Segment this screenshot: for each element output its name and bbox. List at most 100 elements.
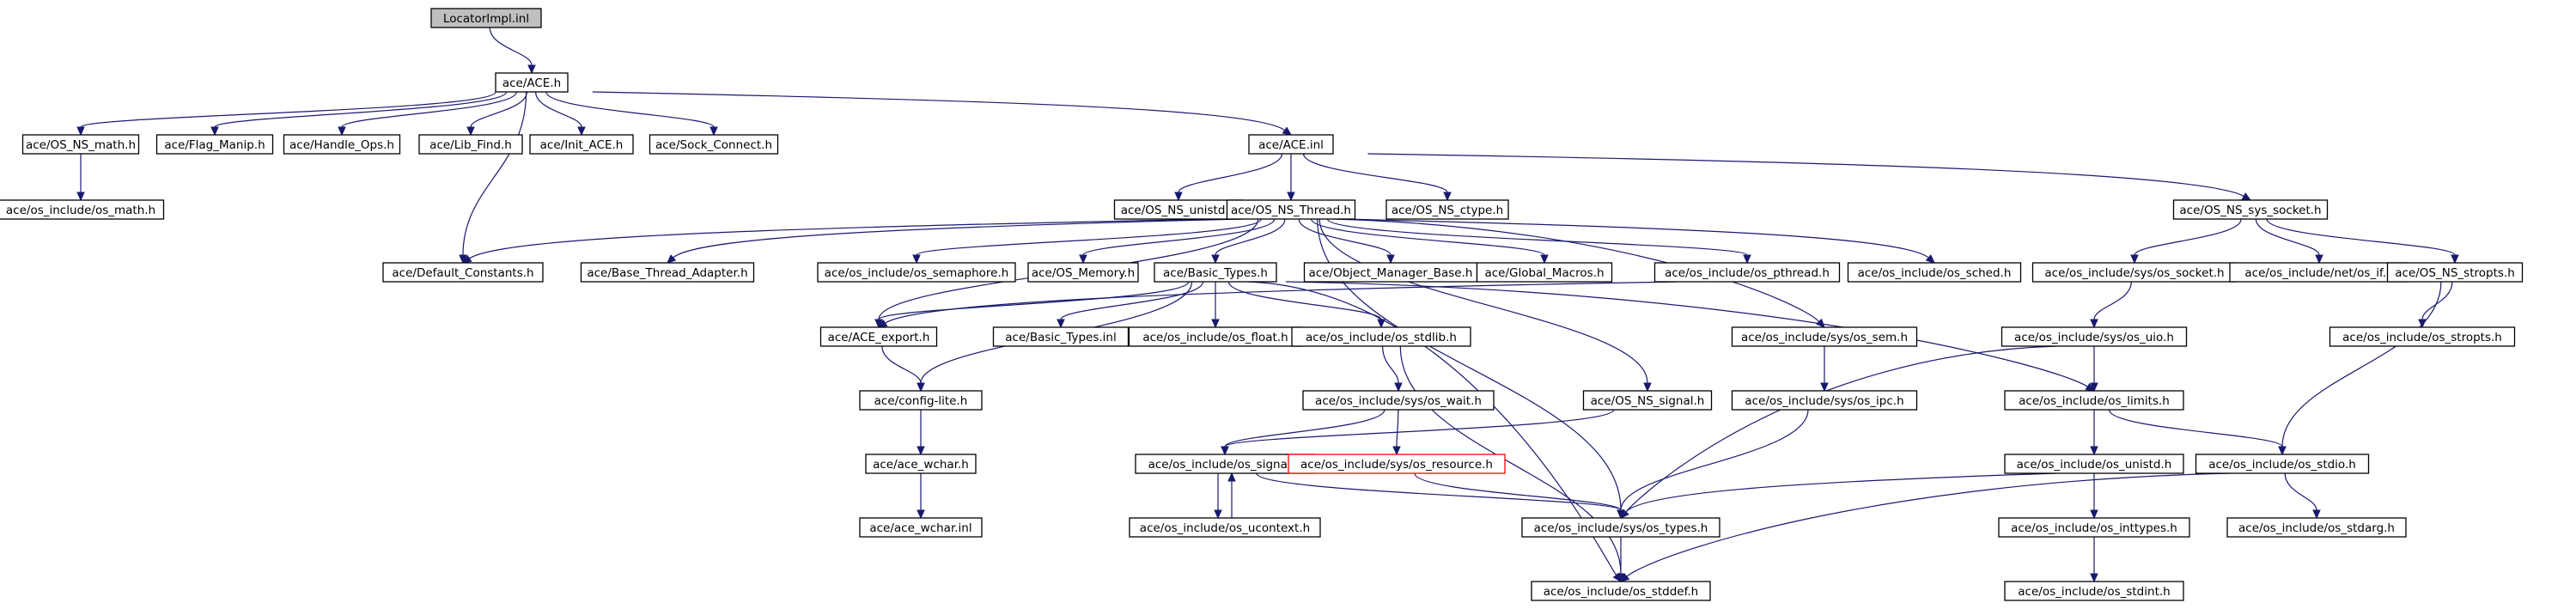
node-ace-ace-wchar-h[interactable]: ace/ace_wchar.h [865, 454, 977, 474]
arrowhead [1221, 446, 1229, 456]
node-ace-os-include-os-stdlib-h[interactable]: ace/os_include/os_stdlib.h [1291, 326, 1471, 347]
node-ace-ace-wchar-inl[interactable]: ace/ace_wchar.inl [859, 517, 983, 538]
arrowhead [527, 64, 536, 75]
node-ace-os-ns-stropts-h[interactable]: ace/OS_NS_stropts.h [2386, 262, 2524, 283]
node-label: ace/os_include/os_sched.h [1858, 266, 2012, 280]
node-ace-os-include-os-float-h[interactable]: ace/os_include/os_float.h [1128, 326, 1303, 347]
node-ace-os-ns-sys-socket-h[interactable]: ace/OS_NS_sys_socket.h [2172, 199, 2329, 220]
node-label: ace/os_include/os_math.h [6, 204, 155, 217]
arrowhead [667, 254, 677, 264]
node-label: ace/os_include/net/os_if.h [2244, 266, 2393, 280]
node-ace-os-include-os-unistd-h[interactable]: ace/os_include/os_unistd.h [2004, 454, 2184, 474]
node-ace-os-ns-math-h[interactable]: ace/OS_NS_math.h [21, 134, 140, 155]
arrowhead [1392, 446, 1401, 456]
arrowhead [210, 126, 219, 137]
node-label: ace/OS_NS_Thread.h [1231, 204, 1351, 217]
node-ace-default-constants-h[interactable]: ace/Default_Constants.h [382, 262, 544, 283]
arrowhead [1743, 254, 1751, 265]
node-ace-os-ns-signal-h[interactable]: ace/OS_NS_signal.h [1582, 390, 1713, 411]
node-ace-ace-h[interactable]: ace/ACE.h [495, 72, 569, 93]
node-ace-os-include-sys-os-types-h[interactable]: ace/os_include/sys/os_types.h [1521, 517, 1720, 538]
node-ace-os-include-os-pthread-h[interactable]: ace/os_include/os_pthread.h [1653, 262, 1841, 283]
node-ace-config-lite-h[interactable]: ace/config-lite.h [859, 390, 983, 411]
node-label: ace/os_include/os_float.h [1142, 331, 1288, 344]
node-ace-os-ns-ctype-h[interactable]: ace/OS_NS_ctype.h [1385, 199, 1509, 220]
edge-n40-n45 [1414, 472, 1622, 511]
edge-n41-n45 [1625, 472, 2056, 513]
arrowhead [1214, 509, 1222, 520]
node-ace-os-include-os-stdio-h[interactable]: ace/os_include/os_stdio.h [2195, 454, 2370, 474]
node-label: ace/os_include/os_signal.h [1148, 458, 1302, 472]
node-ace-base-thread-adapter-h[interactable]: ace/Base_Thread_Adapter.h [580, 262, 755, 283]
node-box [2226, 517, 2407, 538]
node-ace-os-include-os-stddef-h[interactable]: ace/os_include/os_stddef.h [1531, 581, 1711, 601]
node-ace-os-include-os-signal-h[interactable]: ace/os_include/os_signal.h [1135, 454, 1315, 474]
arrowhead [2090, 319, 2098, 329]
node-ace-os-include-os-ucontext-h[interactable]: ace/os_include/os_ucontext.h [1129, 517, 1321, 538]
node-box [1385, 199, 1509, 220]
arrowhead [1617, 573, 1625, 583]
node-ace-os-include-sys-os-sem-h[interactable]: ace/os_include/sys/os_sem.h [1731, 326, 1918, 347]
node-ace-os-include-os-math-h[interactable]: ace/os_include/os_math.h [0, 199, 165, 220]
node-ace-basic-types-h[interactable]: ace/Basic_Types.h [1154, 262, 1277, 283]
arrowhead [1925, 254, 1935, 264]
node-ace-ace-inl[interactable]: ace/ACE.inl [1248, 134, 1334, 155]
arrowhead [2090, 446, 2098, 456]
node-ace-ace-export-h[interactable]: ace/ACE_export.h [819, 326, 938, 347]
node-label: ace/Basic_Types.inl [1005, 331, 1116, 344]
node-ace-lib-find-h[interactable]: ace/Lib_Find.h [418, 134, 523, 155]
node-ace-os-include-sys-os-uio-h[interactable]: ace/os_include/sys/os_uio.h [2001, 326, 2188, 347]
node-ace-basic-types-inl[interactable]: ace/Basic_Types.inl [992, 326, 1130, 347]
node-box [529, 134, 634, 155]
node-box [1154, 262, 1277, 283]
node-ace-os-ns-unistd-h[interactable]: ace/OS_NS_unistd.h [1113, 199, 1244, 220]
node-ace-os-include-sys-os-resource-h[interactable]: ace/os_include/sys/os_resource.h [1288, 454, 1506, 474]
arrowhead [1443, 192, 1452, 202]
node-ace-os-memory-h[interactable]: ace/OS_Memory.h [1027, 262, 1139, 283]
edge-n11-n14 [469, 218, 1225, 259]
arrowhead [1227, 472, 1236, 482]
edge-n37-n42 [2108, 409, 2283, 448]
node-ace-sock-connect-h[interactable]: ace/Sock_Connect.h [649, 134, 779, 155]
node-ace-os-include-sys-os-wait-h[interactable]: ace/os_include/sys/os_wait.h [1302, 390, 1495, 411]
node-label: ace/os_include/os_unistd.h [2017, 458, 2172, 472]
edge-n25-n42 [2281, 281, 2442, 448]
node-box [2004, 581, 2184, 601]
node-ace-flag-manip-h[interactable]: ace/Flag_Manip.h [155, 134, 274, 155]
node-ace-object-manager-base-h[interactable]: ace/Object_Manager_Base.h [1303, 262, 1478, 283]
node-ace-os-include-os-semaphore-h[interactable]: ace/os_include/os_semaphore.h [817, 262, 1016, 283]
edge-n31-n45 [1625, 345, 2056, 513]
node-ace-os-include-sys-os-ipc-h[interactable]: ace/os_include/sys/os_ipc.h [1731, 390, 1918, 411]
node-label: ace/ace_wchar.h [873, 458, 969, 472]
node-ace-os-include-sys-os-socket-h[interactable]: ace/os_include/sys/os_socket.h [2031, 262, 2238, 283]
node-box [1248, 134, 1334, 155]
node-label: ace/ACE_export.h [828, 331, 930, 344]
edge-n8-n12 [1302, 153, 1448, 193]
node-ace-os-include-os-stropts-h[interactable]: ace/os_include/os_stropts.h [2329, 326, 2516, 347]
edge-n13-n23 [2134, 218, 2242, 256]
node-ace-os-include-os-stdarg-h[interactable]: ace/os_include/os_stdarg.h [2226, 517, 2407, 538]
edge-n8-n13 [1367, 153, 2244, 197]
node-ace-os-include-net-os-if-h[interactable]: ace/os_include/net/os_if.h [2229, 262, 2409, 283]
node-locatorimpl-inl[interactable]: LocatorImpl.inl [430, 8, 542, 28]
arrowhead [709, 126, 718, 137]
node-ace-os-include-os-limits-h[interactable]: ace/os_include/os_limits.h [2004, 390, 2184, 411]
node-box [21, 134, 140, 155]
node-label: LocatorImpl.inl [443, 12, 529, 26]
node-ace-os-ns-thread-h[interactable]: ace/OS_NS_Thread.h [1226, 199, 1356, 220]
node-ace-os-include-os-stdint-h[interactable]: ace/os_include/os_stdint.h [2004, 581, 2184, 601]
node-label: ace/os_include/sys/os_wait.h [1315, 394, 1482, 408]
node-ace-os-include-os-sched-h[interactable]: ace/os_include/os_sched.h [1847, 262, 2022, 283]
node-box [859, 517, 983, 538]
arrowhead [1282, 126, 1292, 136]
node-ace-init-ace-h[interactable]: ace/Init_ACE.h [529, 134, 634, 155]
node-box [1027, 262, 1139, 283]
node-ace-handle-ops-h[interactable]: ace/Handle_Ops.h [283, 134, 401, 155]
node-box [2004, 454, 2184, 474]
edge-n1-n7 [545, 91, 715, 128]
node-ace-global-macros-h[interactable]: ace/Global_Macros.h [1476, 262, 1613, 283]
edge-n39-n45 [1256, 472, 1622, 511]
node-box [819, 326, 938, 347]
node-label: ace/Basic_Types.h [1163, 266, 1268, 280]
node-ace-os-include-os-inttypes-h[interactable]: ace/os_include/os_inttypes.h [1998, 517, 2190, 538]
